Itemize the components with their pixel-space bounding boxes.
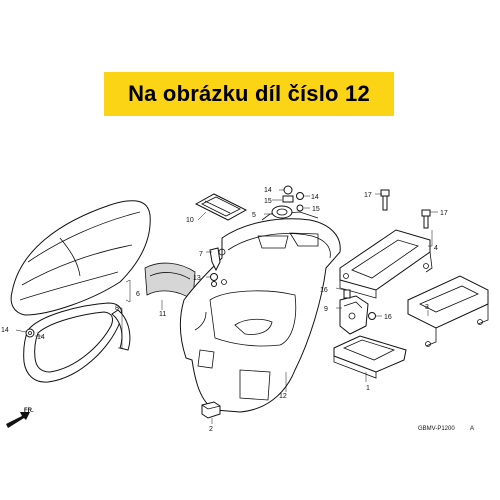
diagram-code-suffix: A [470,426,474,432]
callout-4: 4 [434,245,438,252]
callout-8: 8 [115,305,119,312]
cap-part [201,401,221,419]
battery-holder-part [339,289,369,335]
luggage-box-part [179,211,341,413]
callout-14-seal: 14 [37,334,45,341]
callout-5: 5 [252,212,256,219]
clip-part-14-left [25,328,35,338]
callout-14-top: 14 [264,187,272,194]
seat-seal-part [23,302,131,383]
callout-6: 6 [136,291,140,298]
front-marker-label: FR. [24,408,34,414]
document-sheet-part [194,193,248,221]
bolt-part-17-right [421,209,431,229]
seat-part [10,200,151,316]
rear-bracket-part [407,275,489,347]
callout-13: 13 [193,275,201,282]
hook-part [209,247,221,272]
latch-stack-parts [271,185,304,219]
carrier-bracket-part [339,229,433,299]
tray-part [333,335,407,379]
callout-11: 11 [159,311,166,318]
bolt-part-16 [368,312,376,320]
callout-16-left: 16 [320,287,328,294]
part-number-banner: Na obrázku díl číslo 12 [104,72,394,116]
curved-strip-part [144,262,196,301]
leader-lines [15,189,438,424]
callout-1: 1 [366,385,370,392]
callout-17-left: 17 [364,192,372,199]
callout-17-right: 17 [440,210,448,217]
grommet-part [210,273,218,287]
callout-14-right: 14 [311,194,319,201]
callout-10: 10 [186,217,194,224]
bolt-part-17-left [380,189,390,211]
callout-12: 12 [279,393,287,400]
diagram-code: GBMV-P1200 [418,426,455,432]
callout-15-left: 15 [264,198,272,205]
callout-16-right: 16 [384,314,392,321]
callout-9: 9 [324,306,328,313]
callout-14-left: 14 [1,327,9,334]
banner-text: Na obrázku díl číslo 12 [128,81,370,106]
front-direction-marker: FR. [6,408,34,428]
callout-15-right: 15 [312,206,320,213]
callout-3: 3 [425,304,429,311]
callout-2: 2 [209,426,213,433]
callout-7: 7 [199,251,203,258]
